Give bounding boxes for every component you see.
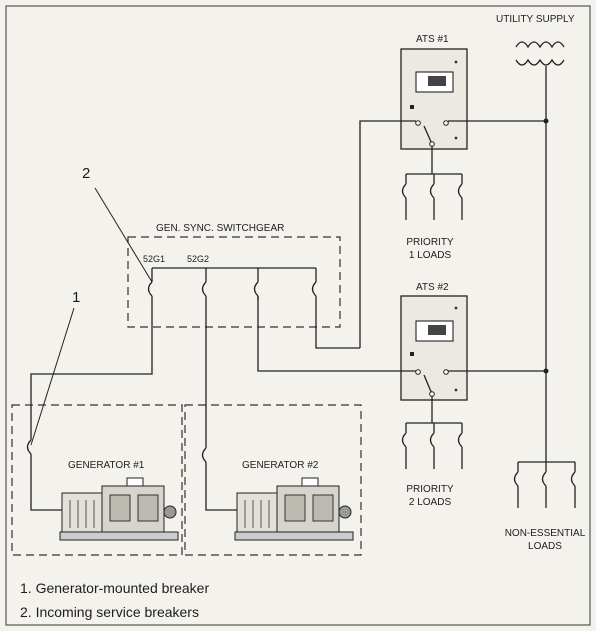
utility-supply-label: UTILITY SUPPLY xyxy=(496,14,575,25)
callout-2-leader xyxy=(94,187,153,283)
utility-transformer-symbol xyxy=(515,41,565,66)
generator1-feeder-cable xyxy=(30,324,153,440)
priority2-load-breakers xyxy=(401,423,463,469)
ats1-label: ATS #1 xyxy=(416,34,449,45)
ats1-generator-feed xyxy=(359,120,416,348)
switchgear-breakers xyxy=(147,268,317,324)
legend-item-1: 1. Generator-mounted breaker xyxy=(20,580,209,596)
ats1-feeder-cable xyxy=(315,300,360,349)
generator2-feeder-cable xyxy=(201,300,237,511)
breaker-ats1-feeder xyxy=(311,268,317,300)
nonessential-label-line2: LOADS xyxy=(528,541,562,552)
ats2-generator-feed xyxy=(257,296,416,372)
ats2-label: ATS #2 xyxy=(416,282,449,293)
priority2-label-line1: PRIORITY xyxy=(406,484,454,495)
priority1-label-line1: PRIORITY xyxy=(406,237,454,248)
ats1-cabinet xyxy=(400,48,468,150)
generator2-set-icon xyxy=(234,477,354,541)
ats2-cabinet xyxy=(400,295,468,401)
ats1-transfer-switch xyxy=(415,120,449,147)
priority2-label-line2: 2 LOADS xyxy=(409,497,452,508)
switchgear-enclosure xyxy=(127,236,341,328)
priority1-label-line2: 1 LOADS xyxy=(409,250,452,261)
legend-item-2: 2. Incoming service breakers xyxy=(20,604,199,620)
figure-border xyxy=(5,5,591,626)
nonessential-load-breakers xyxy=(513,462,576,508)
generator2-enclosure xyxy=(184,404,362,556)
switchgear-label: GEN. SYNC. SWITCHGEAR xyxy=(156,223,284,234)
generator1-enclosure xyxy=(11,404,183,556)
nonessential-label-line1: NON-ESSENTIAL xyxy=(505,528,586,539)
breaker-ats2-feeder xyxy=(253,268,259,300)
breaker-52g2 xyxy=(201,268,207,300)
priority1-load-breakers xyxy=(401,174,463,220)
breaker-52g2-label: 52G2 xyxy=(187,254,209,264)
breaker-52g1-label: 52G1 xyxy=(143,254,165,264)
generator1-mounted-breaker xyxy=(26,439,62,511)
generator1-set-icon xyxy=(59,477,179,541)
ats2-transfer-switch xyxy=(415,369,449,397)
breaker-52g1 xyxy=(147,268,153,324)
callout-2-number: 2 xyxy=(82,165,90,182)
generator1-label: GENERATOR #1 xyxy=(68,460,145,471)
generator2-label: GENERATOR #2 xyxy=(242,460,319,471)
callout-1-number: 1 xyxy=(72,289,80,306)
callout-1-leader xyxy=(30,307,75,446)
